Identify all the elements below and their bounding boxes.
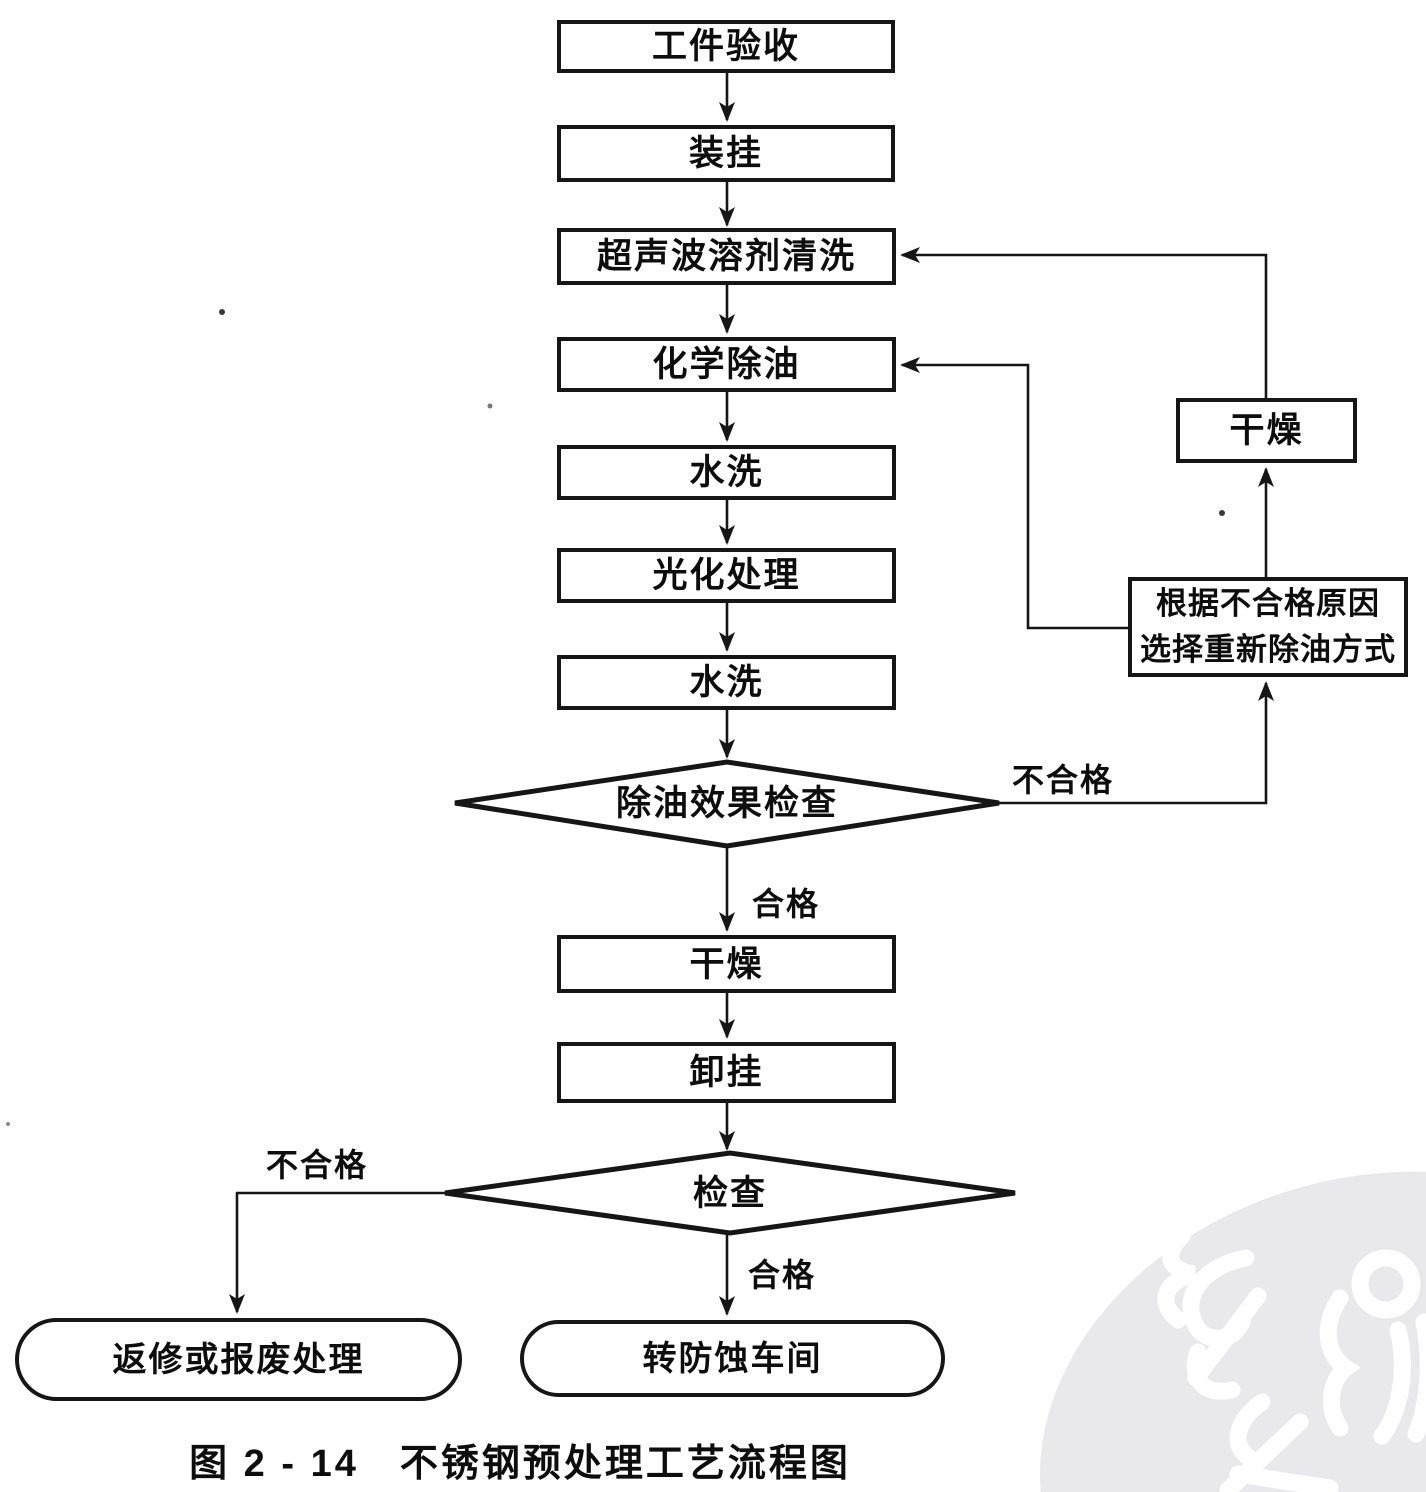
edge-label-degrease-pass: 合格 <box>752 886 821 922</box>
flow-box-photochemical-treatment: 光化处理 <box>557 548 896 603</box>
edge-label-final-fail: 不合格 <box>266 1147 369 1183</box>
final-check-label: 检查 <box>692 1173 767 1213</box>
watermark-stamp <box>1039 1171 1426 1492</box>
redo-degreasing-line1: 根据不合格原因 <box>1156 585 1380 621</box>
flow-box-mounting: 装挂 <box>557 125 895 182</box>
decision-diamonds <box>444 759 1016 1236</box>
flow-box-drying-main: 干燥 <box>557 935 896 993</box>
edge-label-degrease-fail: 不合格 <box>1012 762 1115 798</box>
flow-box-water-rinse-2: 水洗 <box>557 655 896 710</box>
flow-box-ultrasonic-solvent-cleaning: 超声波溶剂清洗 <box>557 228 896 285</box>
redo-degreasing-line2: 选择重新除油方式 <box>1140 632 1396 667</box>
figure-caption: 图 2 - 14 不锈钢预处理工艺流程图 <box>189 1443 851 1485</box>
flow-box-workpiece-acceptance: 工件验收 <box>557 20 895 73</box>
flow-box-water-rinse-1: 水洗 <box>557 445 896 500</box>
final-check-diamond <box>444 1150 1016 1236</box>
flow-box-chemical-degreasing: 化学除油 <box>557 337 896 392</box>
flow-oval-repair-or-scrap: 返修或报废处理 <box>15 1318 462 1401</box>
edge-label-final-pass: 合格 <box>748 1257 817 1293</box>
degreasing-check-label: 除油效果检查 <box>615 783 838 823</box>
flow-arrows <box>229 73 1274 1316</box>
scan-artifacts <box>6 309 1225 1126</box>
flow-box-drying-right: 干燥 <box>1176 398 1357 463</box>
flow-box-unmounting: 卸挂 <box>557 1042 896 1103</box>
flow-box-redo-degreasing: 根据不合格原因 选择重新除油方式 <box>1128 577 1408 677</box>
flow-oval-anticorrosion-workshop: 转防蚀车间 <box>520 1320 945 1397</box>
degreasing-check-diamond <box>454 759 1000 849</box>
